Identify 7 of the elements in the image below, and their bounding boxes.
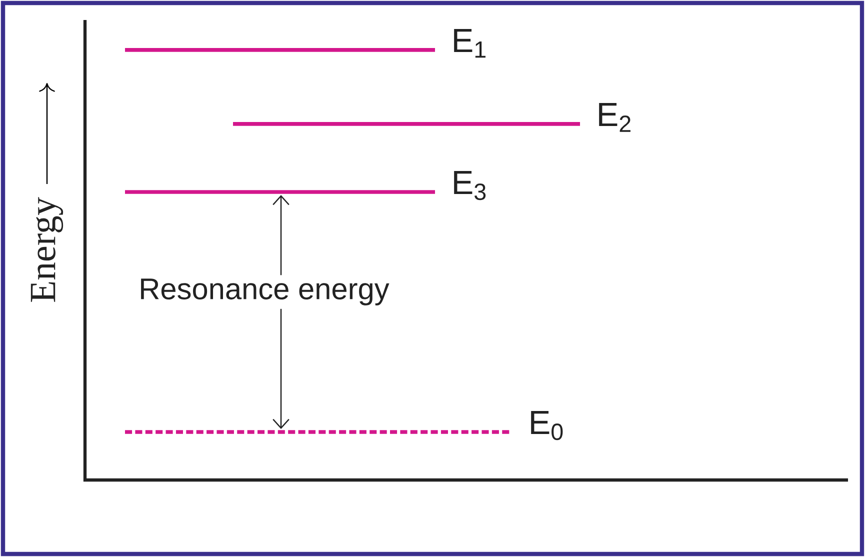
level-label: E$_{2}$ [599, 103, 630, 132]
edge-label: Resonance energy [135, 275, 393, 309]
axis-label: Energy [30, 197, 64, 302]
level-label: E$_{1}$ [454, 29, 486, 58]
level-label: E$_{3}$ [454, 171, 486, 200]
energy-level-line [125, 430, 512, 434]
level-label: E$_{0}$ [531, 411, 563, 440]
